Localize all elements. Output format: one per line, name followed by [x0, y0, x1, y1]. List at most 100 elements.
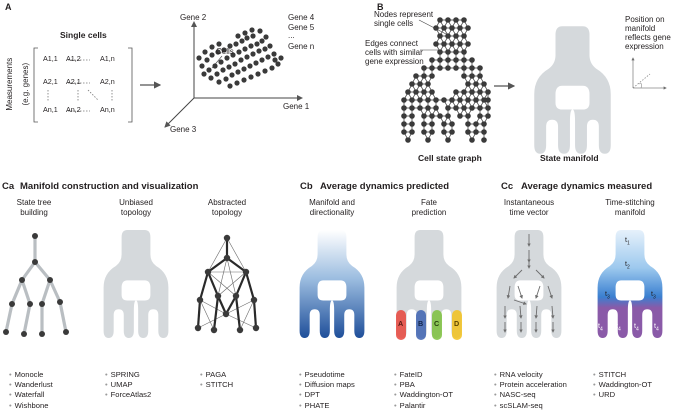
method-item: NASC-seq	[494, 390, 567, 400]
matrix-dots	[47, 59, 113, 112]
topology-node	[242, 268, 250, 276]
cell-point	[248, 43, 254, 49]
cell-point	[234, 80, 240, 86]
gene-n-label: Gene n	[288, 42, 315, 51]
graph-node	[477, 113, 483, 119]
tree-edge	[20, 261, 37, 281]
abstracted-topology-graphic	[194, 234, 260, 334]
topology-thin-edge	[207, 237, 228, 273]
graph-node	[469, 89, 475, 95]
cell-point	[239, 38, 245, 44]
graph-node	[429, 65, 435, 71]
graph-node	[425, 97, 431, 103]
method-item: Waterfall	[9, 390, 53, 400]
method-item: PHATE	[299, 401, 355, 411]
topology-thick-edge	[226, 257, 247, 273]
topology-thick-edge	[212, 295, 220, 331]
graph-node	[453, 57, 459, 63]
method-item: Monocle	[9, 370, 53, 380]
panel-letter-ca: Ca	[2, 181, 15, 192]
graph-node	[409, 97, 415, 103]
nodes-label-line2: single cells	[374, 19, 414, 28]
graph-node	[429, 121, 435, 127]
topology-thin-edge	[197, 313, 227, 329]
tree-node	[27, 301, 33, 307]
cell-point	[223, 76, 229, 82]
cell-point	[206, 67, 212, 73]
graph-node	[433, 41, 439, 47]
cell-point	[249, 27, 255, 33]
graph-node	[441, 25, 447, 31]
method-item: SPRING	[105, 370, 151, 380]
graph-node	[465, 97, 471, 103]
graph-node	[437, 65, 443, 71]
topology-node	[210, 326, 218, 334]
graph-node	[449, 129, 455, 135]
topology-thick-edge	[216, 295, 228, 315]
graph-node	[405, 89, 411, 95]
panel-letter-b: B	[377, 2, 384, 12]
time-label-t3-right: t3	[651, 289, 656, 301]
cell-point	[244, 35, 250, 41]
method-item: Palantir	[394, 401, 453, 411]
time-label-t2: t2	[625, 259, 630, 271]
graph-node	[449, 25, 455, 31]
matrix-cell-r1c3: A1,n	[100, 54, 115, 63]
topology-thick-edge	[206, 271, 220, 297]
graph-node	[485, 89, 491, 95]
graph-node	[445, 57, 451, 63]
topology-node	[252, 324, 260, 332]
edges-label-line3: gene expression	[365, 57, 424, 66]
position-label-line2: manifold	[625, 24, 656, 33]
position-label-line3: reflects gene	[625, 33, 671, 42]
cell-point	[216, 79, 222, 85]
graph-node	[421, 65, 427, 71]
cell-point	[253, 60, 259, 66]
single-cells-label: Single cells	[60, 30, 107, 40]
tree-node	[39, 301, 45, 307]
method-item: ForceAtlas2	[105, 390, 152, 400]
graph-node	[485, 113, 491, 119]
cell-point	[227, 43, 233, 49]
graph-node	[401, 105, 407, 111]
panel-letter-a: A	[5, 2, 12, 12]
directional-manifold-shape	[299, 230, 365, 338]
graph-node	[465, 121, 471, 127]
cell-point	[269, 65, 275, 71]
graph-node	[465, 25, 471, 31]
edges-label-line2: cells with similar	[365, 48, 423, 57]
ca-col2-methods: SPRING UMAP ForceAtlas2	[105, 370, 152, 401]
topology-thin-edge	[239, 299, 255, 331]
topology-node	[204, 268, 212, 276]
graph-node	[413, 73, 419, 79]
graph-node	[445, 137, 451, 143]
cell-point	[232, 61, 238, 67]
graph-node	[473, 129, 479, 135]
velocity-arrow	[550, 305, 555, 319]
tree-node	[32, 233, 38, 239]
cell-state-graph-caption: Cell state graph	[418, 153, 482, 163]
graph-node	[441, 41, 447, 47]
matrix-brackets	[33, 47, 133, 123]
graph-node	[461, 57, 467, 63]
graph-node	[445, 33, 451, 39]
cc-col1-methods: RNA velocity Protein acceleration NASC-s…	[494, 370, 567, 411]
time-stitching-manifold-shape	[597, 230, 663, 338]
graph-node	[409, 121, 415, 127]
cell-point	[209, 44, 215, 50]
gene-3-label: Gene 3	[170, 125, 197, 134]
graph-node	[421, 121, 427, 127]
topology-thin-edge	[226, 237, 247, 273]
graph-node	[433, 97, 439, 103]
method-item: FateID	[394, 370, 453, 380]
graph-node	[469, 105, 475, 111]
cb-col2-title2: prediction	[411, 208, 447, 217]
topology-node	[223, 234, 231, 242]
tree-node	[32, 259, 38, 265]
cell-point	[272, 57, 278, 63]
tree-edge	[20, 279, 32, 305]
cell-point	[218, 59, 224, 65]
cell-point	[216, 41, 222, 47]
cell-point	[262, 68, 268, 74]
